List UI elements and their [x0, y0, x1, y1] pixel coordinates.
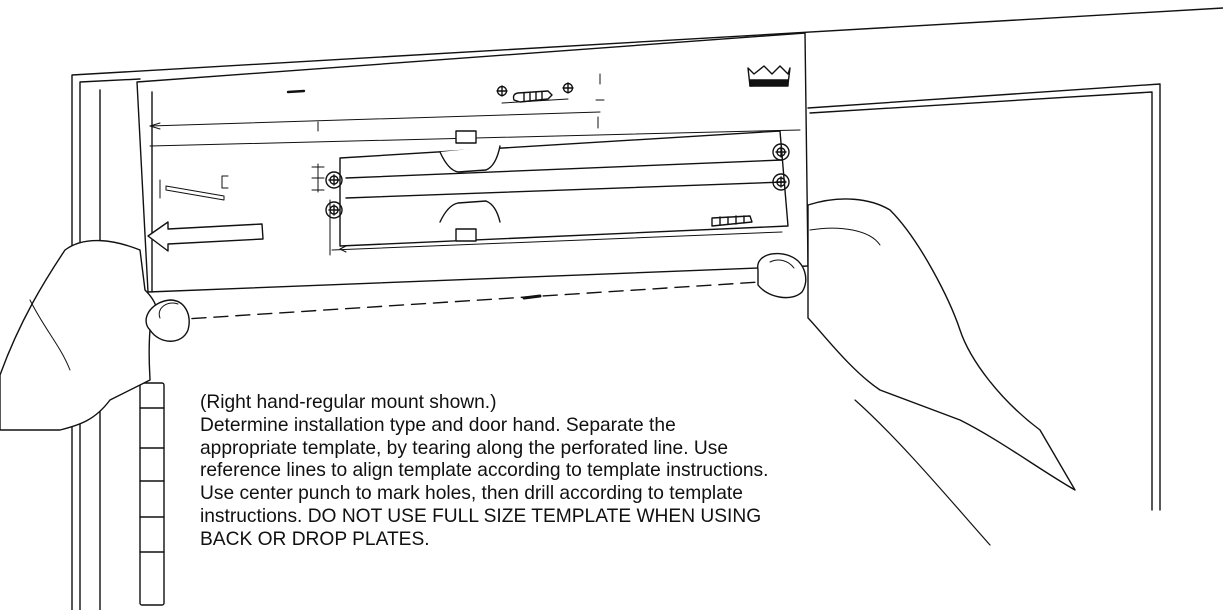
crown-logo-icon [747, 65, 791, 87]
screw-icon-lower [711, 215, 753, 227]
left-hand [0, 239, 190, 431]
right-hand [757, 198, 1076, 491]
mounting-hole-top-right [562, 82, 574, 94]
closer-hole-right-lower [772, 173, 790, 191]
caption-line-3: appropriate template, by tearing along t… [200, 437, 728, 459]
closer-hole-left-lower [325, 201, 343, 219]
caption-line-6: instructions. DO NOT USE FULL SIZE TEMPL… [200, 505, 762, 527]
caption-line-4: reference lines to align template accord… [200, 460, 769, 482]
direction-arrow-icon [147, 221, 264, 252]
closer-hole-right-upper [772, 143, 790, 161]
instruction-caption: (Right hand-regular mount shown.) Determ… [200, 392, 820, 552]
arm-detail [159, 175, 229, 201]
caption-line-1: (Right hand-regular mount shown.) [200, 392, 497, 413]
closer-hole-left-upper [325, 171, 343, 189]
screw-icon [512, 90, 553, 103]
caption-line-5: Use center punch to mark holes, then dri… [200, 483, 743, 505]
door-frame [71, 7, 1223, 610]
door-hinge [139, 382, 165, 606]
caption-line-2: Determine installation type and door han… [200, 414, 676, 436]
door-closer-body [339, 130, 789, 247]
caption-line-7: BACK OR DROP PLATES. [200, 528, 430, 550]
hand-contour [854, 399, 991, 546]
mounting-hole-top-left [496, 85, 508, 97]
